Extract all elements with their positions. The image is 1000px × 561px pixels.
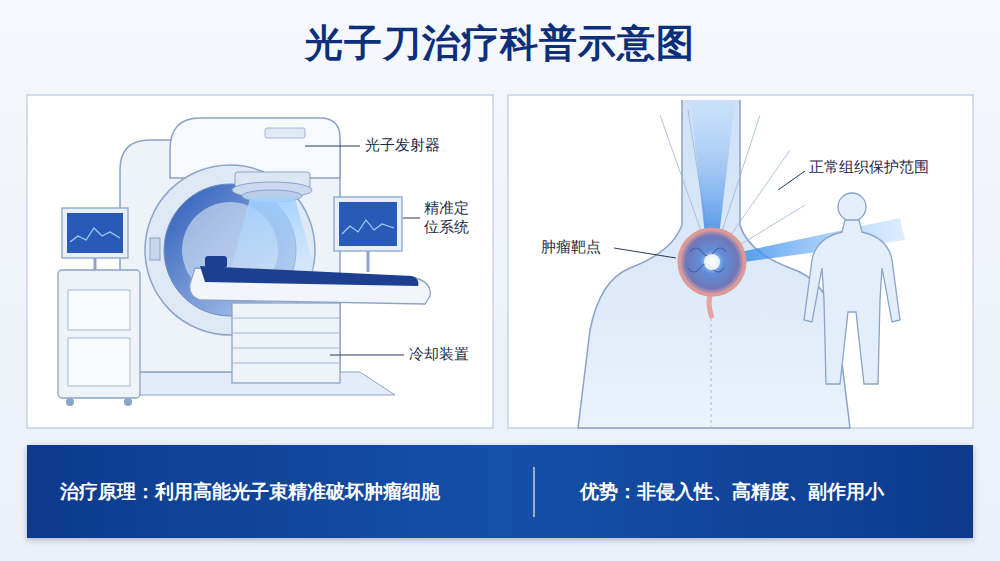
callout-label: 光子发射器 [365,136,440,155]
band-text: 治疗原理：利用高能光子束精准破坏肿瘤细胞 [60,479,440,505]
callout-label: 正常组织保护范围 [809,158,929,177]
info-band: 治疗原理：利用高能光子束精准破坏肿瘤细胞 优势：非侵入性、高精度、副作用小 [27,445,973,538]
diagram-title: 光子刀治疗科普示意图 [0,18,1000,69]
band-text: 优势：非侵入性、高精度、副作用小 [580,479,884,505]
band-divider [533,467,535,517]
callout-label: 肿瘤靶点 [541,238,601,257]
callout-label: 精准定 位系统 [424,199,474,237]
callout-label: 冷却装置 [409,345,469,364]
